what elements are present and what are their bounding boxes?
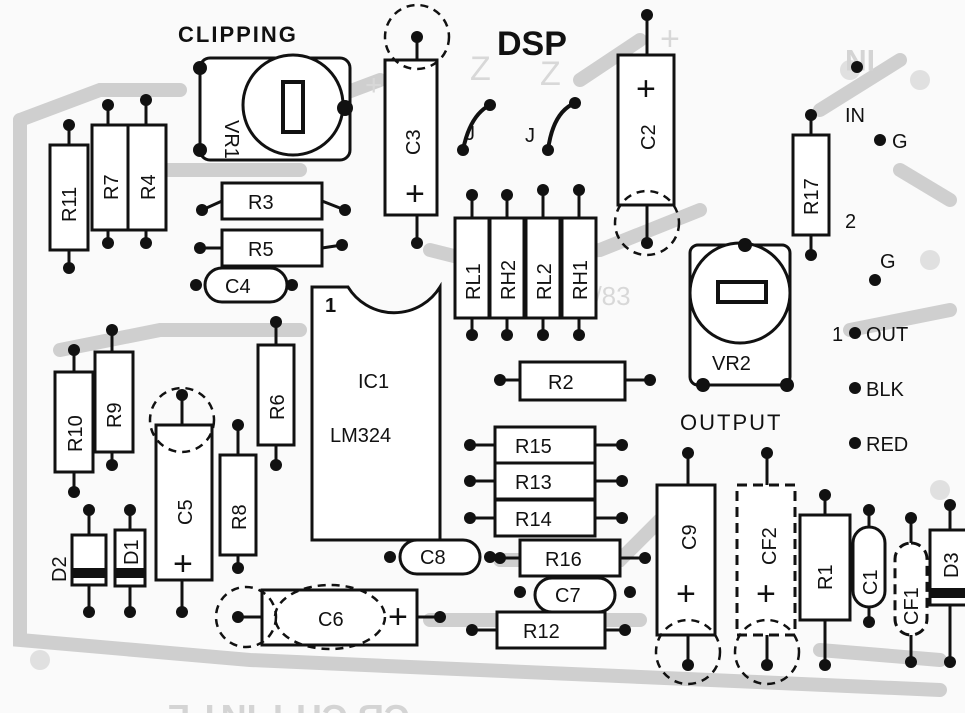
resistor-r11 bbox=[48, 143, 90, 252]
label-cf1: CF1 bbox=[901, 587, 923, 625]
label-r5: R5 bbox=[248, 239, 274, 261]
capacitor-c9 bbox=[655, 483, 717, 637]
label-c4: C4 bbox=[225, 276, 251, 298]
label-r6: R6 bbox=[267, 394, 289, 420]
plus-c3: + bbox=[405, 175, 425, 213]
conn-out: OUT bbox=[866, 324, 908, 346]
label-r8: R8 bbox=[229, 504, 251, 530]
ic1-body bbox=[310, 281, 442, 542]
label-r15: R15 bbox=[515, 436, 552, 458]
label-c5: C5 bbox=[175, 499, 197, 525]
label-r7: R7 bbox=[101, 174, 123, 200]
resistor-r10 bbox=[53, 370, 95, 474]
label-rl1: RL1 bbox=[463, 263, 485, 300]
label-rl2: RL2 bbox=[534, 263, 556, 300]
silk-z-1: Z bbox=[470, 50, 491, 88]
capacitor-c3 bbox=[383, 58, 439, 217]
conn-1: 1 bbox=[832, 324, 843, 346]
label-c7: C7 bbox=[555, 585, 581, 607]
label-cf2: CF2 bbox=[759, 527, 781, 565]
label-r16: R16 bbox=[545, 549, 582, 571]
copper-pads-bg bbox=[30, 60, 950, 670]
capacitor-cf2 bbox=[735, 483, 797, 637]
ic1-pin1-label: 1 bbox=[325, 295, 336, 317]
pots bbox=[241, 53, 792, 345]
label-d3: D3 bbox=[941, 552, 963, 578]
plus-c9: + bbox=[676, 575, 696, 613]
label-vr2: VR2 bbox=[712, 353, 751, 375]
conn-g2: G bbox=[880, 251, 896, 273]
polarity-marks: + + + + + + bbox=[173, 70, 776, 636]
label-r10: R10 bbox=[65, 415, 87, 452]
label-jumper-2: J bbox=[525, 125, 535, 147]
label-c9: C9 bbox=[679, 524, 701, 550]
label-r11: R11 bbox=[59, 187, 81, 222]
diode-bands bbox=[72, 568, 965, 598]
capacitor-c2 bbox=[616, 53, 676, 207]
label-jumper-1: J bbox=[465, 123, 475, 145]
conn-2: 2 bbox=[845, 211, 856, 233]
label-c3: C3 bbox=[403, 129, 425, 155]
conn-red: RED bbox=[866, 434, 908, 456]
label-vr1: VR1 bbox=[220, 120, 242, 159]
connector-labels: IN G 2 G 1 OUT BLK RED bbox=[832, 105, 908, 456]
label-r2: R2 bbox=[548, 372, 574, 394]
component-labels: R11 R7 R4 R3 R5 R10 R9 R6 R8 R2 R15 R13 … bbox=[49, 120, 963, 643]
label-d1: D1 bbox=[121, 539, 143, 565]
label-rh2: RH2 bbox=[498, 260, 520, 300]
dashed-outlines bbox=[148, 3, 801, 686]
output-label: OUTPUT bbox=[680, 410, 782, 435]
resistor-r4 bbox=[126, 123, 168, 232]
pot-vr2-slot bbox=[716, 280, 768, 304]
jumper-wires bbox=[461, 101, 576, 151]
clipping-label: CLIPPING bbox=[178, 22, 298, 47]
ic1-part-label: LM324 bbox=[330, 425, 391, 447]
label-r3: R3 bbox=[248, 192, 274, 214]
resistor-r9 bbox=[93, 350, 135, 454]
ic1-ref-label: IC1 bbox=[358, 371, 389, 393]
label-r4: R4 bbox=[138, 174, 160, 200]
conn-in: IN bbox=[845, 105, 865, 127]
label-r12: R12 bbox=[523, 621, 560, 643]
pot-vr1-slot bbox=[281, 80, 305, 134]
conn-g1: G bbox=[892, 131, 908, 153]
dsp-label: DSP bbox=[497, 25, 567, 63]
label-r1: R1 bbox=[815, 564, 837, 590]
plus-cf2: + bbox=[756, 575, 776, 613]
capacitor-c7 bbox=[533, 576, 617, 614]
plus-c6: + bbox=[388, 598, 408, 636]
label-c6: C6 bbox=[318, 609, 344, 631]
silk-plus-2: + bbox=[365, 69, 383, 102]
mirror-company-text: CB CITY INT'L bbox=[168, 697, 410, 713]
label-r14: R14 bbox=[515, 509, 552, 531]
silk-plus-1: + bbox=[660, 20, 680, 58]
solder-pads bbox=[63, 9, 956, 671]
label-rh1: RH1 bbox=[570, 260, 592, 300]
plus-c2: + bbox=[636, 70, 656, 108]
label-d2: D2 bbox=[49, 556, 71, 582]
resistor-rh2 bbox=[488, 216, 526, 320]
label-r17: R17 bbox=[801, 178, 823, 215]
label-r9: R9 bbox=[104, 402, 126, 428]
plus-c5: + bbox=[173, 545, 193, 583]
label-c8: C8 bbox=[420, 547, 446, 569]
silk-z-2: Z bbox=[540, 55, 561, 93]
label-c1: C1 bbox=[860, 569, 882, 595]
label-c2: C2 bbox=[638, 124, 660, 150]
conn-blk: BLK bbox=[866, 379, 904, 401]
label-r13: R13 bbox=[515, 472, 552, 494]
resistor-r2 bbox=[518, 360, 627, 402]
